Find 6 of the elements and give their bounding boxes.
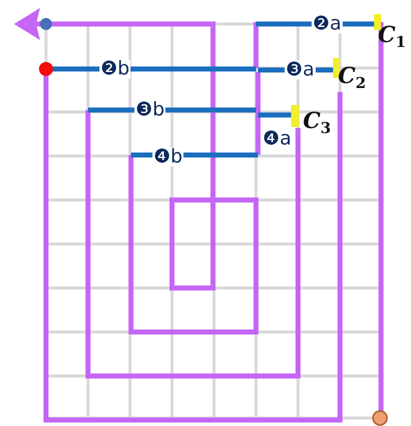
curve-label: C$_{3}$ [302,110,332,136]
step-label: ❷a [312,14,342,34]
curve-label: C$_{2}$ [337,64,367,92]
step-label: ❹b [152,148,184,166]
step-label: ❸a [284,60,316,80]
step-label: ❷b [99,60,131,78]
